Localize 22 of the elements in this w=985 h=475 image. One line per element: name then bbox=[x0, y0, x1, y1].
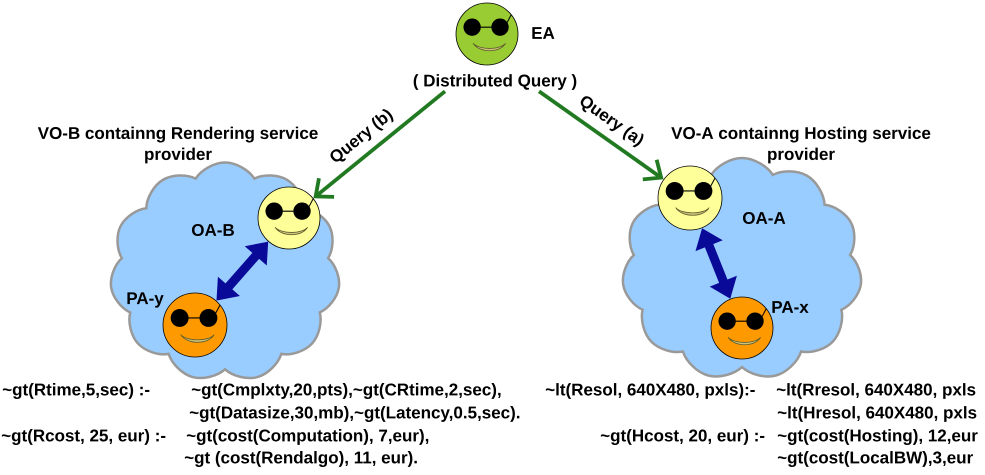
rule-text: ~gt (cost(Rendalgo), 11, eur). bbox=[184, 451, 417, 467]
rule-text: ~gt(Rcost, 25, eur) :- bbox=[2, 429, 166, 445]
rule-text: ~gt(cost(Hosting), 12,eur bbox=[778, 429, 978, 445]
arrow bbox=[313, 90, 446, 199]
arrow bbox=[538, 90, 664, 182]
rule-text: ~gt(Rtime,5,sec) :- bbox=[2, 383, 150, 399]
cloud-title: VO-B containng Rendering service provider bbox=[38, 126, 318, 164]
node-label: OA-A bbox=[742, 212, 786, 224]
caption-text: ( Distributed Query ) bbox=[414, 74, 576, 90]
rule-text: ~lt(Resol, 640X480, pxls):- bbox=[546, 383, 755, 399]
rule-text: ~gt(Cmplxty,20,pts),~gt(CRtime,2,sec), bbox=[192, 383, 501, 399]
rule-text: ~gt(cost(LocalBW),3,eur bbox=[778, 451, 973, 467]
rule-text: ~lt(Hresol, 640X480, pxls bbox=[778, 406, 976, 422]
node-label: PA-y bbox=[127, 292, 164, 308]
rule-text: ~gt(Hcost, 20, eur) :- bbox=[600, 429, 764, 445]
cloud-title: VO-A containng Hosting service provider bbox=[671, 126, 930, 164]
rule-text: ~gt(cost(Computation), 7,eur), bbox=[186, 429, 428, 445]
node-label: PA-x bbox=[772, 301, 809, 313]
rule-text: ~gt(Datasize,30,mb),~gt(Latency,0.5,sec). bbox=[190, 406, 520, 422]
node-label: EA bbox=[532, 27, 554, 39]
rule-text: ~lt(Rresol, 640X480, pxls bbox=[776, 383, 976, 399]
node-label: OA-B bbox=[192, 224, 234, 236]
